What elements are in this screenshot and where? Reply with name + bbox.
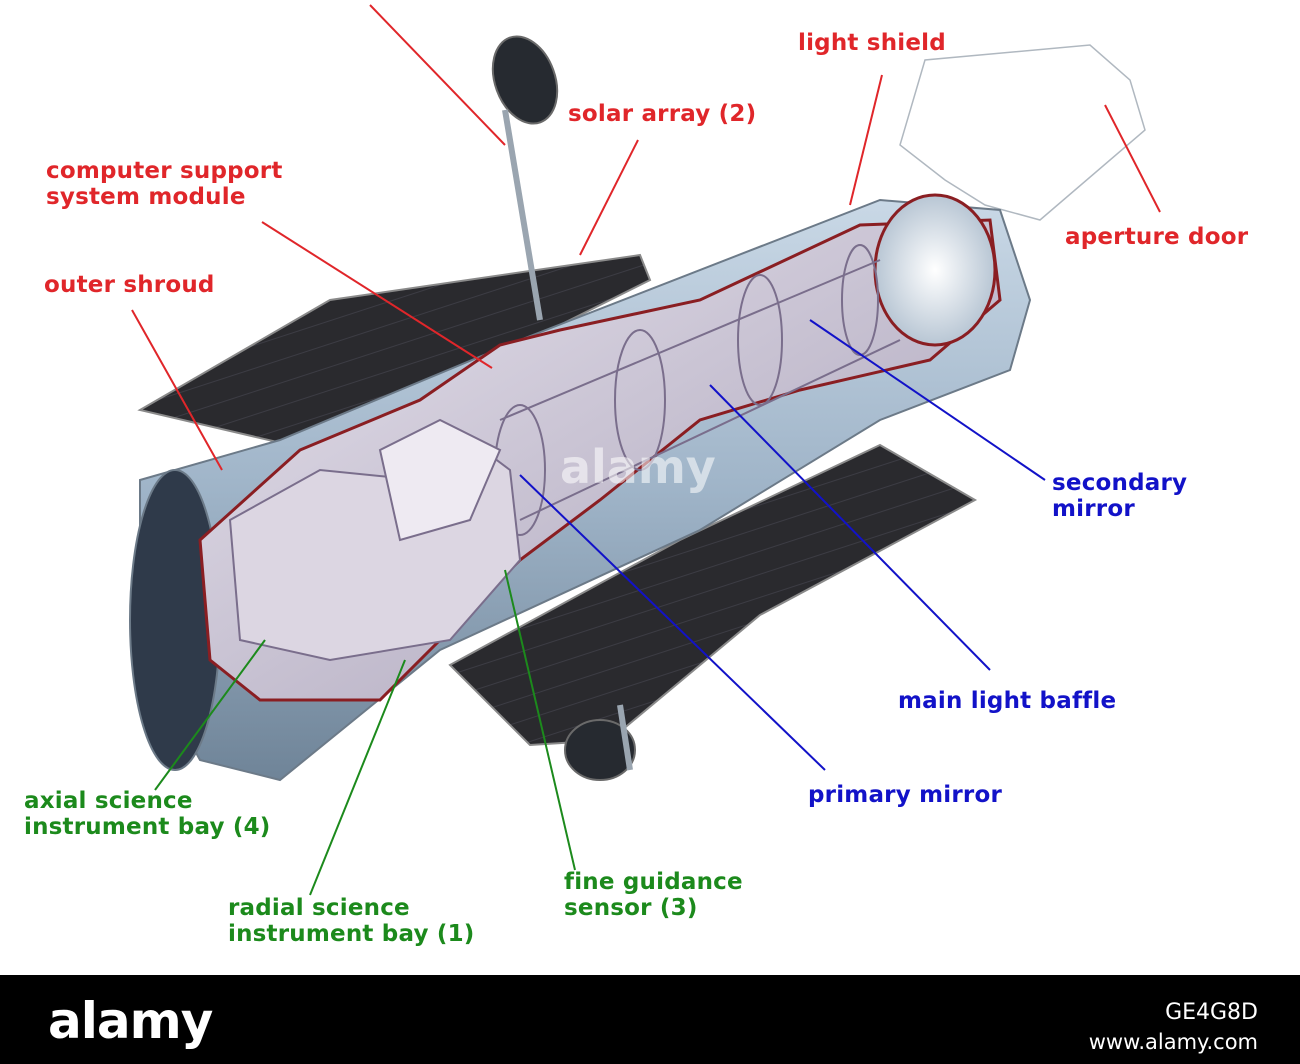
hubble-telescope-diagram bbox=[129, 4, 1161, 896]
label-main-light-baffle: main light baffle bbox=[898, 688, 1117, 714]
label-aperture-door: aperture door bbox=[1065, 224, 1249, 250]
label-fine-guidance-line1: fine guidance bbox=[564, 869, 743, 895]
label-radial-bay-line2: instrument bay (1) bbox=[228, 921, 475, 947]
label-secondary-mirror-line2: mirror bbox=[1052, 496, 1135, 522]
label-radial-bay-line1: radial science bbox=[228, 895, 410, 921]
label-axial-bay-line1: axial science bbox=[24, 788, 193, 814]
image-id: GE4G8D bbox=[1165, 1000, 1258, 1025]
label-computer-support: computer support bbox=[46, 158, 283, 184]
stock-footer-bar bbox=[0, 975, 1300, 1064]
label-axial-bay-line2: instrument bay (4) bbox=[24, 814, 271, 840]
label-solar-array: solar array (2) bbox=[568, 101, 757, 127]
label-fine-guidance-line2: sensor (3) bbox=[564, 895, 698, 921]
label-primary-mirror: primary mirror bbox=[808, 782, 1002, 808]
label-secondary-mirror-line1: secondary bbox=[1052, 470, 1188, 496]
label-light-shield: light shield bbox=[798, 30, 946, 56]
source-url: www.alamy.com bbox=[1088, 1030, 1258, 1054]
label-outer-shroud: outer shroud bbox=[44, 272, 215, 298]
aperture-door-shape bbox=[899, 44, 1146, 221]
antenna-dish-bottom bbox=[564, 719, 636, 781]
brand-logo: alamy bbox=[48, 992, 213, 1050]
aperture-opening bbox=[873, 193, 997, 347]
antenna-dish-top bbox=[491, 35, 559, 125]
label-system-module: system module bbox=[46, 184, 246, 210]
